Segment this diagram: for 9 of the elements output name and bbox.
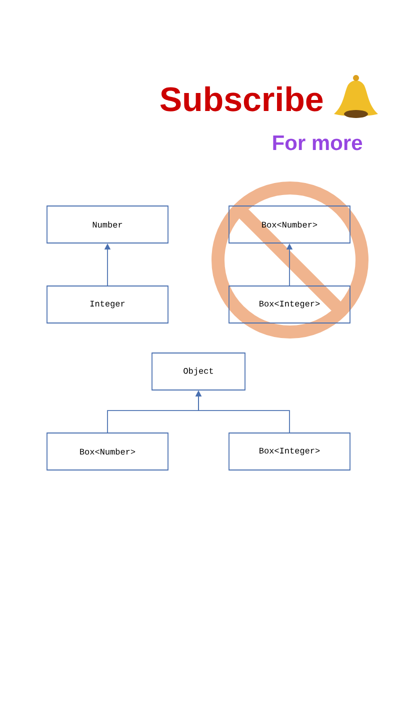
class-box: Object [152, 352, 246, 390]
subheading: For more [273, 136, 362, 150]
class-box: Box<Integer> [228, 286, 350, 324]
class-box: Box<Number> [228, 206, 350, 244]
heading: Subscribe [160, 86, 323, 112]
class-box: Number [46, 206, 168, 244]
class-box: Box<Number> [46, 432, 168, 470]
class-box: Integer [46, 286, 168, 324]
class-box: Box<Integer> [228, 432, 350, 470]
